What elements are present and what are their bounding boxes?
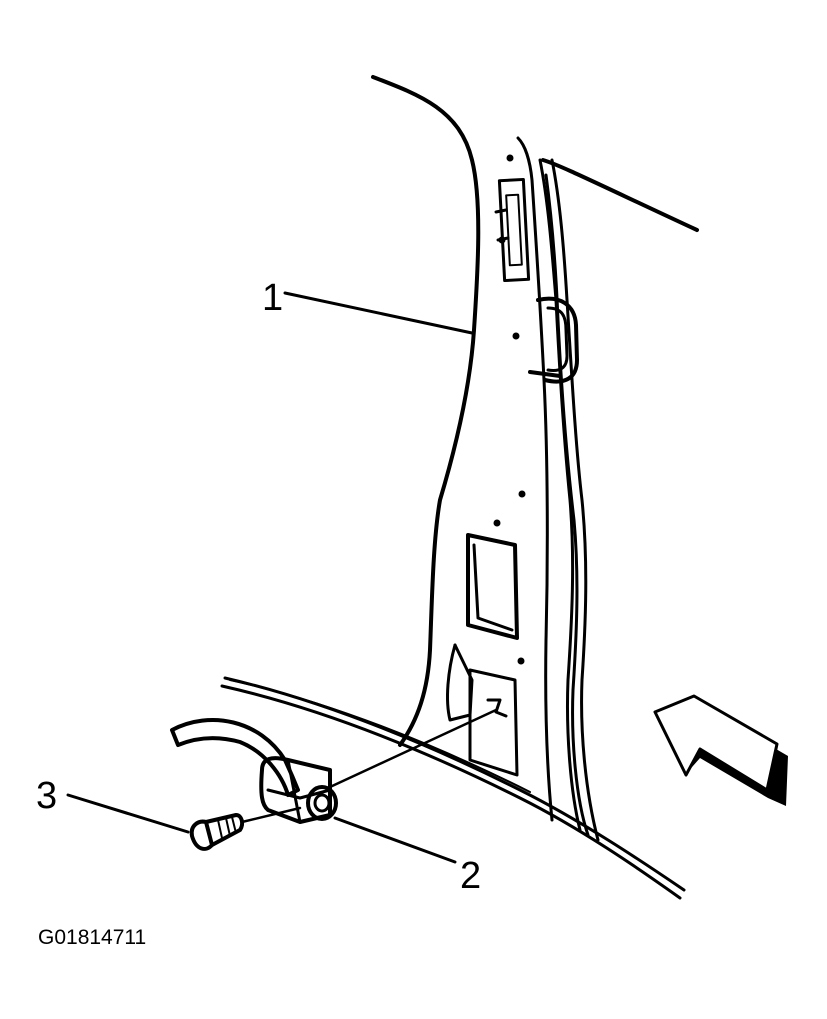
bolt	[189, 806, 302, 851]
door-striker-bracket	[170, 708, 498, 824]
callout-1-label: 1	[262, 277, 283, 319]
callout-2-leader	[333, 816, 457, 864]
callout-2-label: 2	[460, 855, 481, 897]
view-direction-arrow-icon	[653, 694, 788, 806]
callout-1-leader	[283, 291, 474, 335]
door-pillar	[220, 75, 699, 900]
callout-3-leader	[66, 793, 190, 834]
callout-3-label: 3	[36, 775, 57, 817]
figure-code: G01814711	[38, 926, 146, 949]
